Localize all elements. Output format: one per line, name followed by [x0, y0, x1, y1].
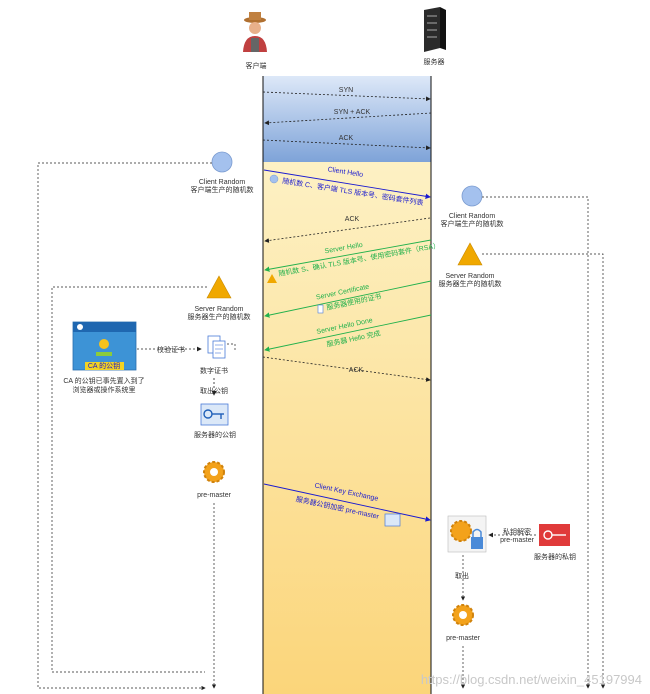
ack1-label: ACK	[345, 216, 360, 223]
encrypted-pre-master-lock-icon	[447, 515, 487, 553]
client-person-icon	[243, 12, 267, 52]
server-random-r-desc: 服务器生产的随机数	[439, 279, 502, 288]
server-label: 服务器	[424, 57, 445, 66]
client-random-title: Client Random	[199, 179, 245, 186]
pre-master-right-gear-icon	[452, 604, 474, 626]
server-random-left-desc: 服务器生产的随机数	[188, 312, 251, 321]
ca-note-line1: CA 的公钥已事先置入到了	[63, 376, 144, 385]
pre-master-left-label: pre-master	[197, 492, 232, 499]
extract-label: 取出	[455, 571, 469, 580]
extract-pub-label: 取出公钥	[200, 386, 228, 395]
server-random-left-triangle-icon	[206, 275, 232, 299]
ca-badge-label: CA 的公钥	[88, 361, 120, 370]
client-hello-random-icon	[269, 174, 279, 184]
handshake-band	[263, 76, 431, 162]
server-random-left-title: Server Random	[194, 306, 243, 313]
client-hello-arrow	[263, 169, 431, 199]
client-key-exchange-arrow	[263, 483, 431, 522]
decrypt-label-2: pre-master	[500, 537, 535, 544]
tls-band	[263, 162, 431, 694]
syn-label: SYN	[339, 87, 353, 94]
server-private-key-icon	[539, 524, 570, 546]
right-random-circle-icon	[461, 185, 483, 207]
digital-cert-icon	[207, 335, 226, 359]
cert-label: 数字证书	[200, 366, 228, 375]
server-private-label: 服务器的私钥	[534, 552, 576, 561]
ca-public-key-card	[72, 321, 137, 371]
syn-ack-label: SYN + ACK	[334, 109, 371, 116]
ack2-label: ACK	[349, 367, 364, 374]
server-cert-arrow	[264, 280, 432, 318]
verify-label: 校验证书	[157, 345, 185, 354]
pre-master-left-gear-icon	[203, 461, 225, 483]
server-cert-doc-icon	[317, 304, 324, 314]
right-random-desc: 客户端生产的随机数	[441, 219, 504, 228]
server-rack-icon	[424, 7, 446, 52]
right-random-title: Client Random	[449, 213, 495, 220]
ack-label: ACK	[339, 135, 354, 142]
ack2-arrow	[262, 356, 431, 382]
client-random-desc: 客户端生产的随机数	[191, 185, 254, 194]
server-public-key-icon	[200, 403, 229, 426]
server-random-triangle-icon	[457, 242, 483, 266]
ca-note-line2: 浏览器或操作系统里	[73, 385, 136, 394]
server-pub-label: 服务器的公钥	[194, 430, 236, 439]
client-label: 客户端	[246, 61, 267, 70]
watermark: https://blog.csdn.net/weixin_45197994	[421, 672, 642, 687]
server-random-r-title: Server Random	[445, 273, 494, 280]
server-hello-arrow	[264, 239, 432, 272]
server-hello-done-arrow	[264, 314, 432, 352]
client-random-circle-icon	[211, 151, 233, 173]
pre-master-right-label: pre-master	[446, 635, 481, 642]
decrypt-label-1: 私钥解密	[503, 527, 531, 536]
server-hello-random-icon	[267, 274, 277, 283]
encrypted-key-icon	[384, 513, 401, 527]
